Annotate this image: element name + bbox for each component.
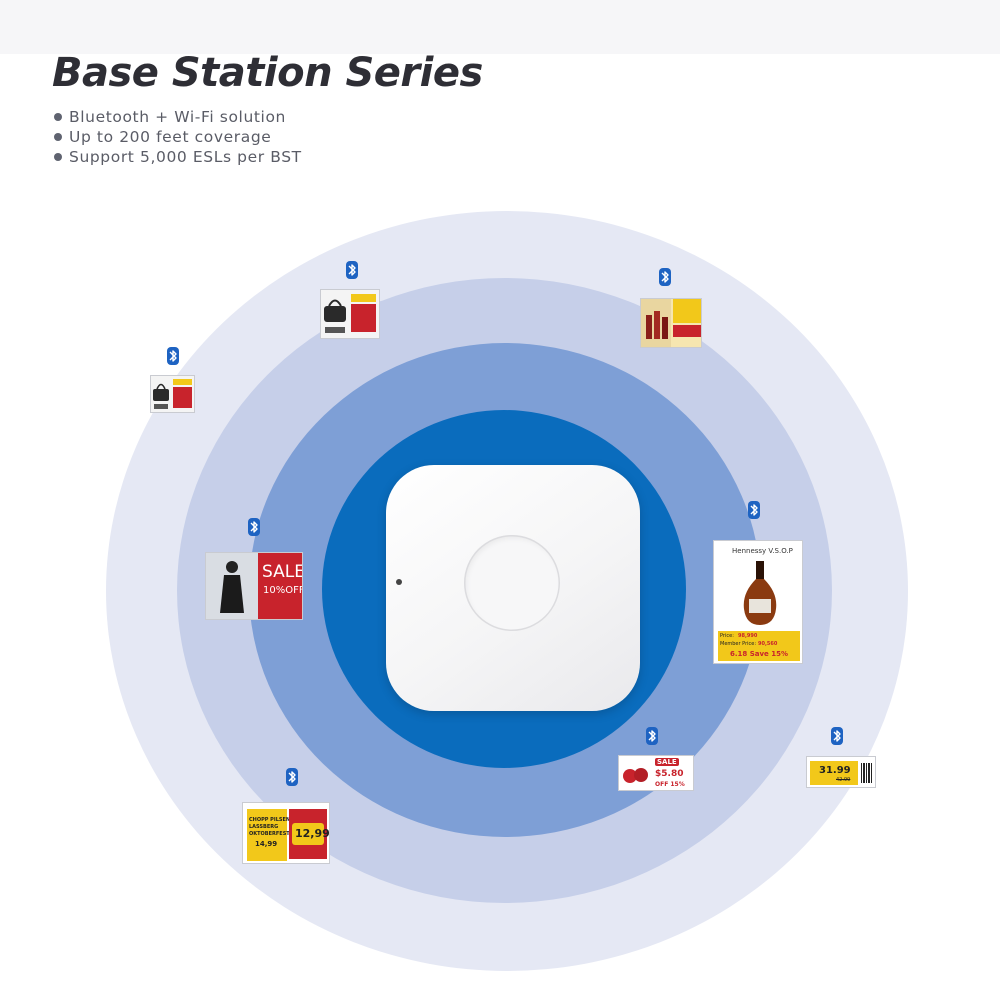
strip-old-price: 42.99 bbox=[836, 777, 851, 783]
sale-badge: SALE bbox=[655, 758, 679, 766]
sale-discount: 10%OFF bbox=[263, 585, 303, 596]
sale-panel: SALE 10%OFF bbox=[258, 553, 303, 619]
wine-tag-graphic bbox=[641, 299, 701, 347]
cognac-bottle-image bbox=[743, 561, 777, 625]
beer-line-2: LASSBERG bbox=[249, 824, 279, 830]
price-panel: Price: 98,990 Member Price: 90,560 6.18 … bbox=[718, 631, 800, 661]
beer-price-panel: 12,99 bbox=[289, 809, 330, 859]
feature-coverage: Up to 200 feet coverage bbox=[52, 127, 302, 147]
product-name: Hennessy V.S.O.P bbox=[732, 547, 793, 555]
fruit-image bbox=[623, 768, 648, 783]
bullet-dot-icon bbox=[54, 153, 62, 161]
beer-price: 12,99 bbox=[295, 827, 330, 840]
sale-word: SALE bbox=[262, 562, 303, 582]
feature-capacity: Support 5,000 ESLs per BST bbox=[52, 147, 302, 167]
member-price-label: Member Price: bbox=[720, 641, 757, 647]
esl-tag-fruit: SALE $5.80 OFF 15% bbox=[618, 755, 694, 791]
barcode-icon bbox=[861, 763, 872, 783]
beer-info-panel: CHOPP PILSEN LASSBERG OKTOBERFEST 1,5L 1… bbox=[247, 809, 304, 861]
page-title: Base Station Series bbox=[52, 50, 483, 96]
beer-line-1: CHOPP PILSEN bbox=[249, 817, 291, 823]
base-station-device bbox=[386, 465, 640, 711]
handbag-tag-graphic bbox=[153, 379, 192, 409]
handbag-tag-graphic bbox=[324, 294, 376, 333]
feature-list: Bluetooth + Wi-Fi solution Up to 200 fee… bbox=[52, 107, 302, 167]
esl-tag-cognac: Hennessy V.S.O.P Price: 98,990 Member Pr… bbox=[713, 540, 803, 664]
bluetooth-icon bbox=[659, 268, 671, 286]
beer-line-3: OKTOBERFEST 1,5L bbox=[249, 831, 304, 837]
esl-tag-handbag-small bbox=[150, 375, 195, 413]
fruit-discount: OFF 15% bbox=[655, 781, 685, 788]
fruit-price: $5.80 bbox=[655, 769, 684, 779]
bluetooth-icon bbox=[248, 518, 260, 536]
bluetooth-icon bbox=[646, 727, 658, 745]
bluetooth-icon bbox=[831, 727, 843, 745]
status-led bbox=[396, 579, 402, 585]
fashion-model-image bbox=[206, 553, 258, 619]
esl-tag-beer: CHOPP PILSEN LASSBERG OKTOBERFEST 1,5L 1… bbox=[242, 802, 330, 864]
bluetooth-icon bbox=[346, 261, 358, 279]
esl-tag-price-strip: 31.99 42.99 bbox=[806, 756, 876, 788]
price-value: 98,990 bbox=[738, 633, 758, 639]
device-center-button bbox=[464, 535, 560, 631]
beer-old-price: 14,99 bbox=[255, 840, 278, 848]
bluetooth-icon bbox=[286, 768, 298, 786]
save-text: 6.18 Save 15% bbox=[730, 650, 788, 658]
top-band bbox=[0, 0, 1000, 54]
member-price-value: 90,560 bbox=[758, 641, 778, 647]
price-label: Price: bbox=[720, 633, 734, 639]
bullet-dot-icon bbox=[54, 133, 62, 141]
price-strip-panel: 31.99 42.99 bbox=[810, 761, 858, 785]
feature-bluetooth-wifi: Bluetooth + Wi-Fi solution bbox=[52, 107, 302, 127]
bluetooth-icon bbox=[167, 347, 179, 365]
esl-tag-wine bbox=[640, 298, 702, 348]
bullet-dot-icon bbox=[54, 113, 62, 121]
esl-tag-handbag bbox=[320, 289, 380, 339]
esl-tag-fashion-sale: SALE 10%OFF bbox=[205, 552, 303, 620]
bluetooth-icon bbox=[748, 501, 760, 519]
strip-price: 31.99 bbox=[819, 765, 851, 776]
